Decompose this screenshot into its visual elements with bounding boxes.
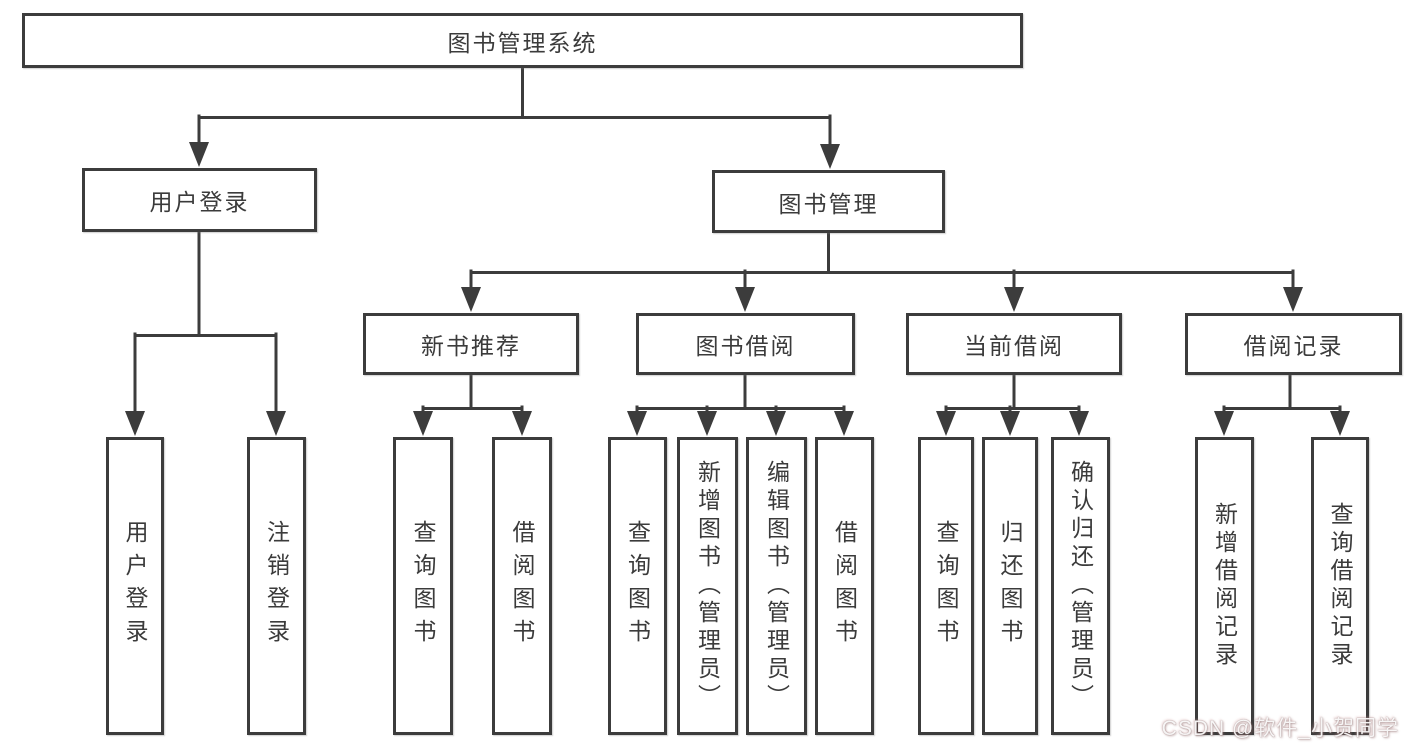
leaf-add-books-admin: 新增图书（管理员）: [677, 437, 738, 735]
node-borrowing-records-label: 借阅记录: [1243, 333, 1344, 359]
leaf-confirm-return-admin: 确认归还（管理员）: [1051, 437, 1110, 735]
leaf-edit-books-admin-label: 编辑图书（管理员）: [763, 460, 790, 712]
leaf-query-books-current: 查询图书: [918, 437, 974, 735]
leaf-logout: 注销登录: [247, 437, 306, 735]
leaf-add-books-admin-label: 新增图书（管理员）: [694, 460, 721, 712]
csdn-watermark: CSDN @软件_小贺同学: [1161, 717, 1399, 740]
leaf-query-borrow-record: 查询借阅记录: [1311, 437, 1369, 735]
leaf-query-books-recommend-label: 查询图书: [410, 520, 436, 652]
node-current-borrowing-label: 当前借阅: [964, 333, 1064, 359]
node-current-borrowing: 当前借阅: [906, 313, 1122, 375]
leaf-edit-books-admin: 编辑图书（管理员）: [746, 437, 807, 735]
node-root-system: 图书管理系统: [22, 13, 1023, 68]
node-user-login: 用户登录: [82, 168, 317, 232]
leaf-return-books: 归还图书: [982, 437, 1038, 735]
leaf-user-login: 用户登录: [106, 437, 164, 735]
node-book-management-label: 图书管理: [778, 190, 879, 217]
leaf-query-books-recommend: 查询图书: [393, 437, 453, 735]
leaf-user-login-label: 用户登录: [122, 520, 148, 652]
leaf-borrow-books-label: 借阅图书: [831, 520, 858, 652]
node-book-borrowing: 图书借阅: [636, 313, 855, 375]
leaf-add-borrow-record: 新增借阅记录: [1195, 437, 1254, 735]
leaf-query-books-borrowing: 查询图书: [608, 437, 667, 735]
node-book-management: 图书管理: [712, 170, 945, 233]
node-book-borrowing-label: 图书借阅: [695, 333, 796, 359]
leaf-borrow-books-recommend: 借阅图书: [492, 437, 552, 735]
node-borrowing-records: 借阅记录: [1185, 313, 1402, 375]
leaf-return-books-label: 归还图书: [997, 520, 1023, 652]
leaf-borrow-books: 借阅图书: [815, 437, 874, 735]
node-user-login-label: 用户登录: [149, 189, 250, 215]
leaf-query-books-borrowing-label: 查询图书: [624, 520, 651, 652]
node-new-book-recommend-label: 新书推荐: [421, 333, 521, 359]
node-root-label: 图书管理系统: [447, 29, 598, 56]
arrowhead-markers: [125, 142, 1350, 436]
leaf-logout-label: 注销登录: [263, 520, 290, 652]
leaf-borrow-books-recommend-label: 借阅图书: [509, 520, 535, 652]
leaf-confirm-return-admin-label: 确认归还（管理员）: [1067, 460, 1094, 712]
leaf-query-books-current-label: 查询图书: [933, 520, 959, 652]
leaf-query-borrow-record-label: 查询借阅记录: [1327, 502, 1353, 670]
leaf-add-borrow-record-label: 新增借阅记录: [1211, 502, 1238, 670]
node-new-book-recommend: 新书推荐: [363, 313, 579, 375]
